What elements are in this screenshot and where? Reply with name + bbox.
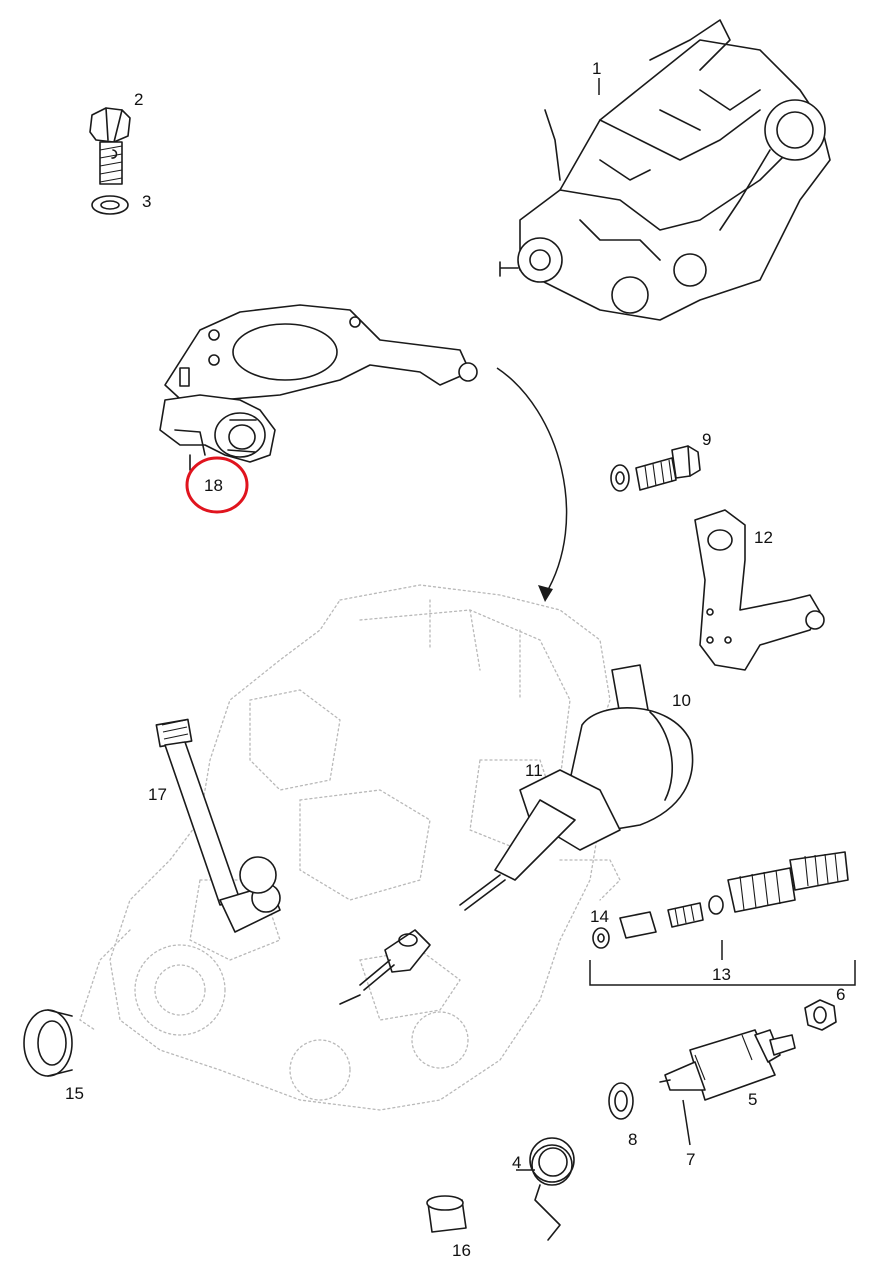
fuel-pipe [155,718,281,933]
actuator-shaft [459,799,576,911]
injection-pump-assembly [499,19,831,321]
callout-label-4: 4 [512,1153,521,1172]
protective-cap [426,1195,467,1233]
copper-washer [608,1082,634,1120]
callout-label-12: 12 [754,528,773,547]
callout-label-6: 6 [836,985,845,1004]
callout-label-10: 10 [672,691,691,710]
return-spring [529,1137,575,1241]
valve-assembly [589,851,856,986]
oil-seal [23,1009,73,1077]
leader-lines [516,78,691,1171]
callout-label-16: 16 [452,1241,471,1260]
assembly-direction-arrow [496,367,568,602]
callout-label-15: 15 [65,1084,84,1103]
sealing-washer [91,195,129,215]
callout-label-11: 11 [525,761,543,780]
callout-label-2: 2 [134,90,143,109]
solenoid-valve [659,1029,796,1101]
callout-label-17: 17 [148,785,167,804]
pump-body-outline-ghost [79,584,621,1111]
bracket-lever-assembly [159,304,478,471]
hex-nut [804,999,837,1031]
callout-label-1: 1 [592,59,601,78]
callout-label-9: 9 [702,430,711,449]
callout-label-3: 3 [142,192,151,211]
part-18-highlight-circle [185,456,249,514]
banjo-bolt [89,107,131,185]
callout-labels: 1 2 3 4 5 6 7 8 9 10 11 12 13 14 15 16 1… [65,59,845,1260]
callout-label-8: 8 [628,1130,637,1149]
callout-label-18: 18 [204,476,223,495]
pin-and-sleeve [339,929,431,1005]
callout-label-7: 7 [686,1150,695,1169]
lever-bracket [694,509,825,671]
callout-label-5: 5 [748,1090,757,1109]
bolt-with-washer [610,445,701,492]
callout-label-13: 13 [712,965,731,984]
callout-label-14: 14 [590,907,609,926]
